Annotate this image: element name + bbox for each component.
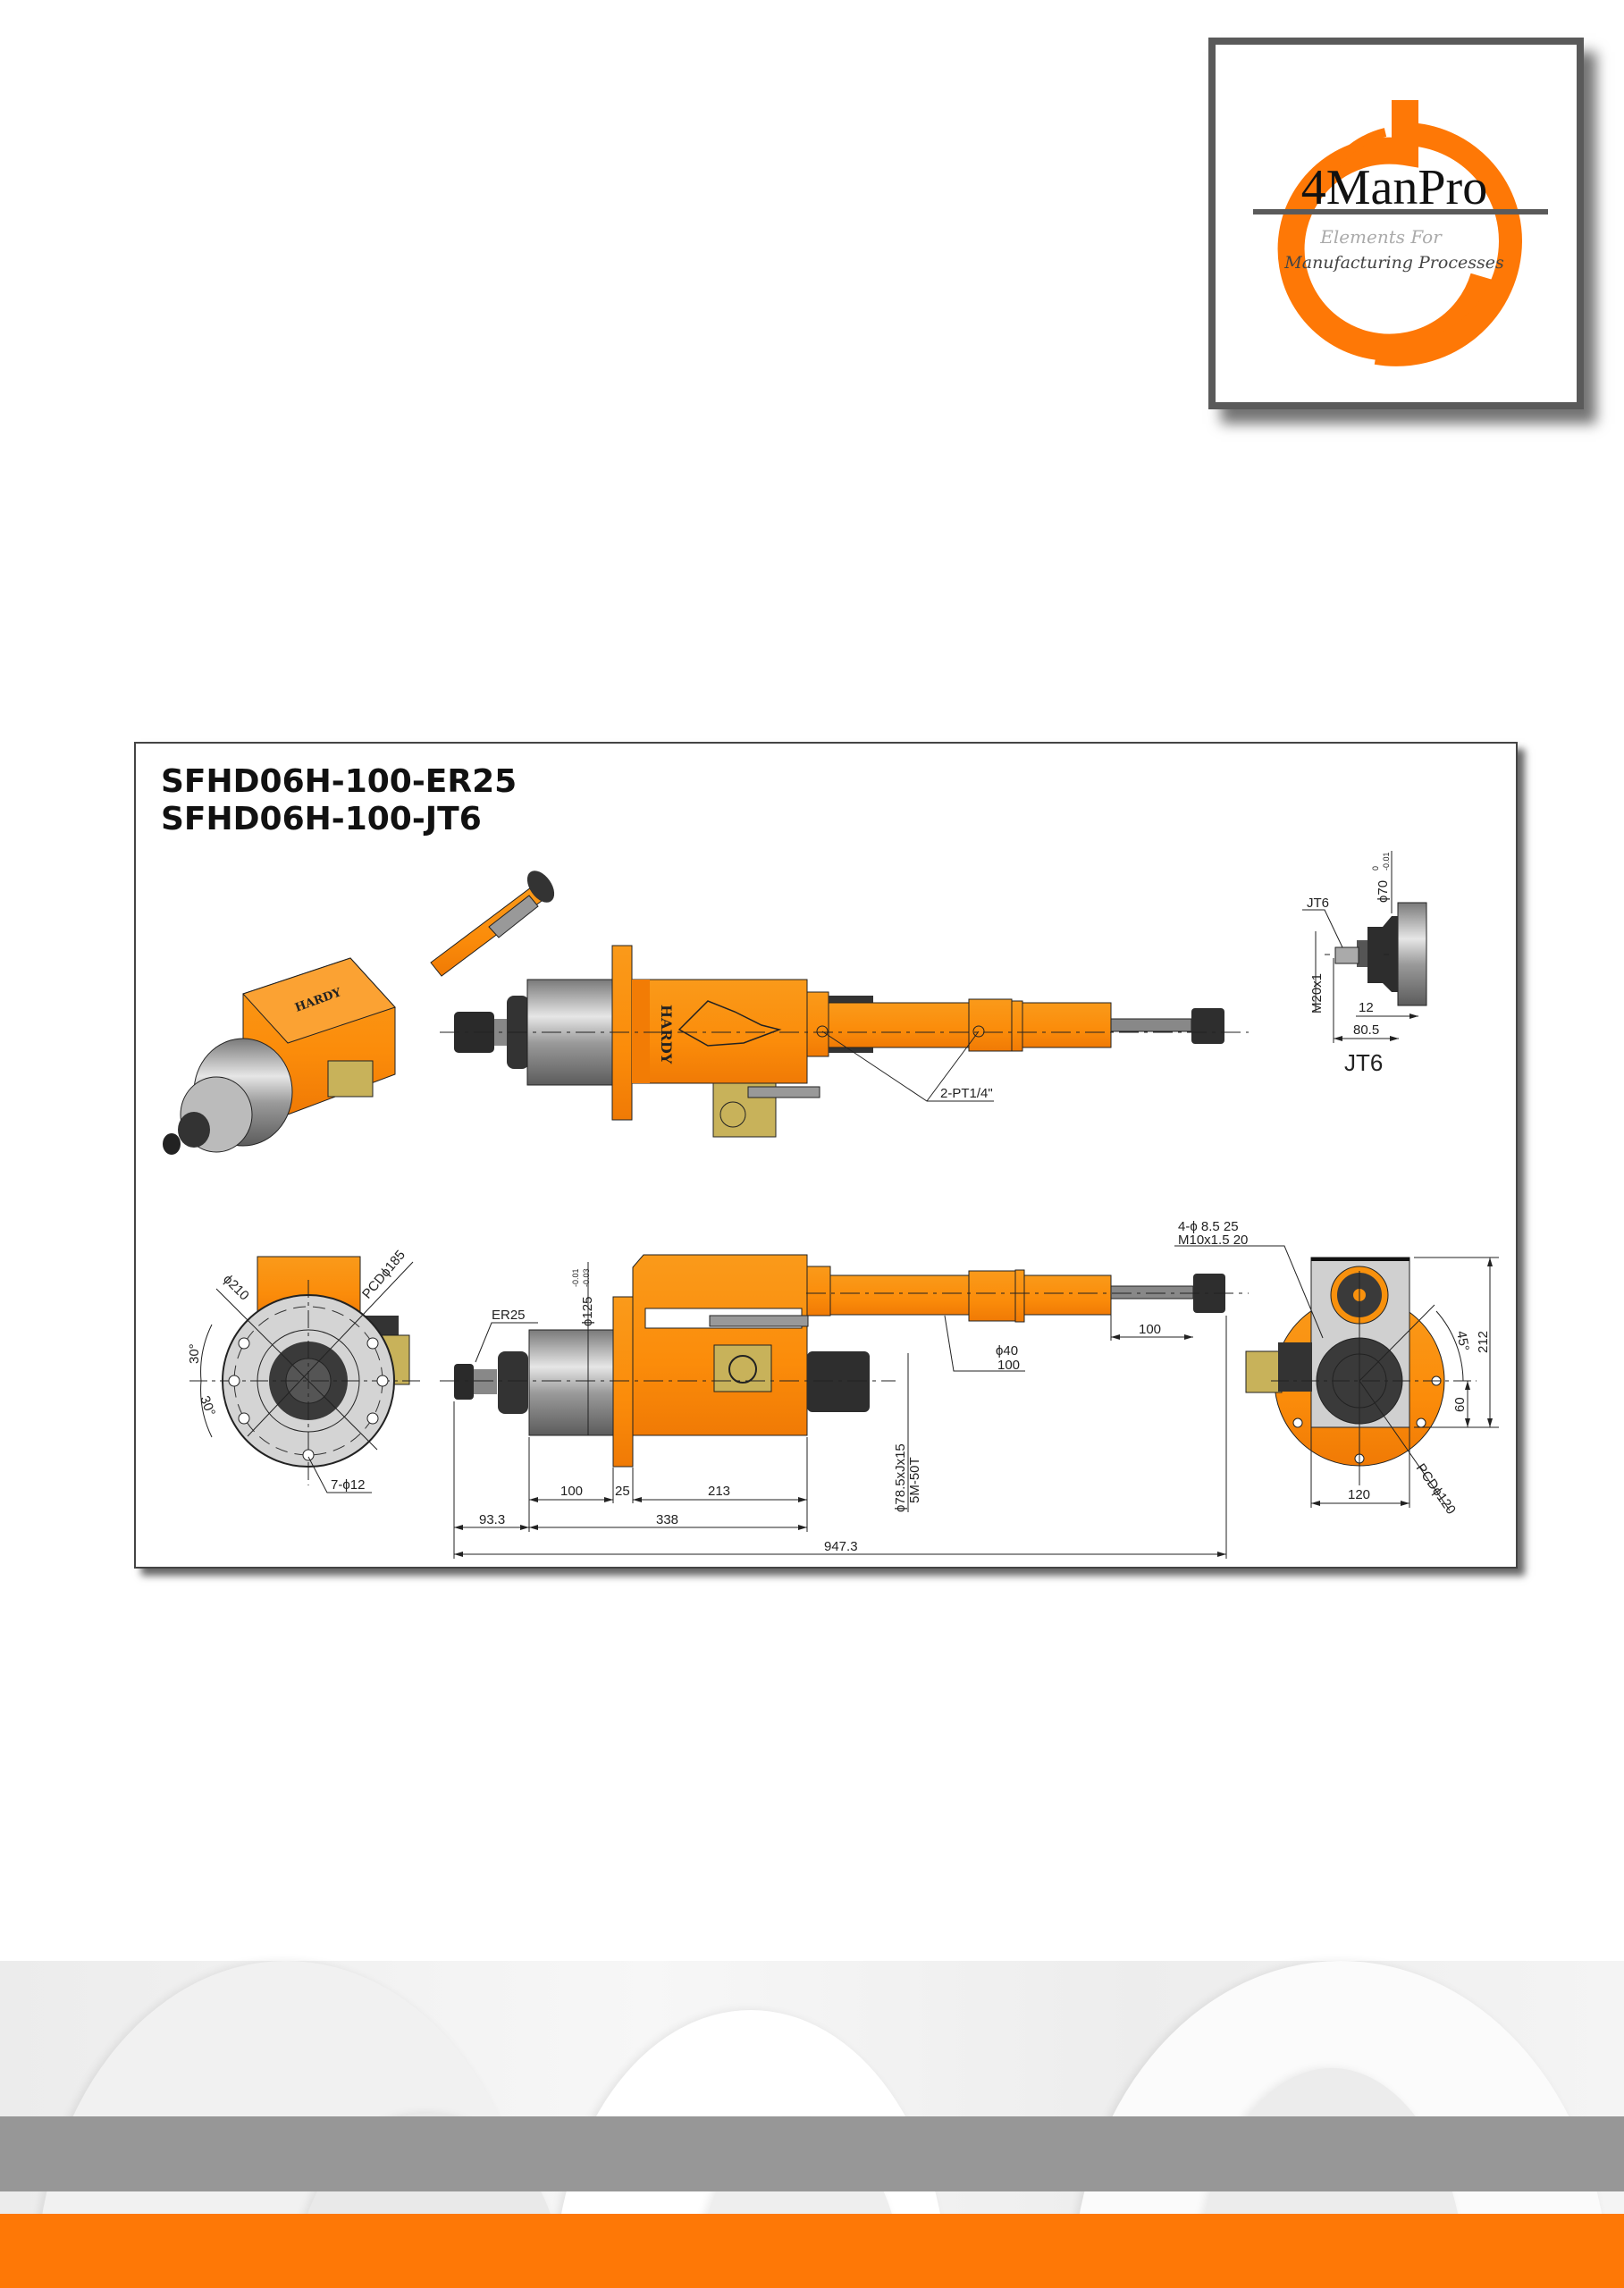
- port-callout: 2-PT1/4": [940, 1086, 993, 1101]
- rear-view: 4-ϕ 8.5 25 M10x1.5 20 45° 212 60 120 PCD…: [1174, 1219, 1499, 1518]
- jt6-thread: M20x1: [1309, 973, 1325, 1014]
- rear-height: 212: [1476, 1331, 1491, 1353]
- model-name-jt6: SFHD06H-100-JT6: [161, 801, 482, 837]
- dim-93-3: 93.3: [479, 1512, 505, 1527]
- dim-25: 25: [615, 1484, 630, 1499]
- rear-holes-spec-2: M10x1.5 20: [1178, 1232, 1248, 1248]
- bottom-side-view: ER25 ϕ125 -0.01 -0.03 100 25 213: [440, 1254, 1249, 1559]
- technical-drawing-sheet: SFHD06H-100-ER25 SFHD06H-100-JT6 HARDY: [134, 742, 1518, 1569]
- tube-diameter: ϕ40: [996, 1343, 1018, 1358]
- front-angle-upper: 30°: [187, 1343, 202, 1364]
- jt6-detail-view: JT6 ϕ70 0 -0.01 M20x1 12 80.5 JT6: [1302, 851, 1441, 1076]
- model-name-er25: SFHD06H-100-ER25: [161, 763, 517, 800]
- rear-holes-spec-1: 4-ϕ 8.5 25: [1178, 1219, 1239, 1234]
- tube-length: 100: [997, 1358, 1020, 1373]
- rear-offset: 60: [1452, 1397, 1468, 1412]
- footer-orange-band: [0, 2214, 1624, 2288]
- dim-947-3: 947.3: [824, 1539, 858, 1554]
- jt6-callout: JT6: [1307, 896, 1329, 911]
- rear-width: 120: [1348, 1487, 1370, 1502]
- dim-213: 213: [708, 1484, 730, 1499]
- front-outer-diameter: ϕ210: [220, 1272, 252, 1304]
- spindle-tol-lower: -0.03: [582, 1268, 591, 1287]
- jt6-diameter-tol-lower: -0.01: [1382, 852, 1391, 871]
- motor-spec-1: ϕ78.5xJx15: [893, 1443, 908, 1512]
- logo-rings-icon: 4ManPro Elements For Manufacturing Proce…: [1253, 100, 1548, 366]
- maple-leaf-logo-icon: [677, 1000, 782, 1047]
- logo-tagline-2: Manufacturing Processes: [1283, 253, 1504, 273]
- jt6-dim-80-5: 80.5: [1353, 1022, 1379, 1038]
- drawing-canvas: HARDY HARDY: [163, 851, 1499, 1559]
- product-title: SFHD06H-100-ER25 SFHD06H-100-JT6: [161, 763, 517, 838]
- logo-tagline-1: Elements For: [1319, 226, 1443, 248]
- jt6-dim-12: 12: [1359, 1000, 1374, 1015]
- dim-100: 100: [560, 1484, 583, 1499]
- front-holes: 7-ϕ12: [331, 1477, 365, 1493]
- company-logo: 4ManPro Elements For Manufacturing Proce…: [1208, 38, 1584, 409]
- dim-338: 338: [656, 1512, 678, 1527]
- isometric-view: HARDY: [163, 871, 555, 1155]
- motor-spec-2: 5M-50T: [907, 1457, 922, 1503]
- top-side-view: HARDY 2-PT1/4": [440, 945, 1249, 1138]
- front-view: ϕ210 PCDϕ185 30° 30° 7-ϕ12: [187, 1248, 422, 1493]
- front-angle-lower: 30°: [197, 1394, 218, 1418]
- logo-brand: 4ManPro: [1301, 160, 1487, 215]
- rod-length: 100: [1139, 1322, 1161, 1337]
- jt6-diameter: ϕ70: [1376, 880, 1391, 903]
- hardy-brand-mark: HARDY: [658, 1005, 675, 1064]
- collet-callout: ER25: [492, 1308, 526, 1323]
- rear-angle: 45°: [1453, 1330, 1472, 1352]
- spindle-tol-upper: -0.01: [571, 1268, 580, 1287]
- spindle-diameter: ϕ125: [580, 1297, 595, 1326]
- jt6-caption: JT6: [1344, 1049, 1383, 1076]
- footer-gray-band: [0, 2116, 1624, 2191]
- jt6-diameter-tol-upper: 0: [1371, 866, 1380, 871]
- rear-pcd: PCDϕ120: [1413, 1461, 1459, 1518]
